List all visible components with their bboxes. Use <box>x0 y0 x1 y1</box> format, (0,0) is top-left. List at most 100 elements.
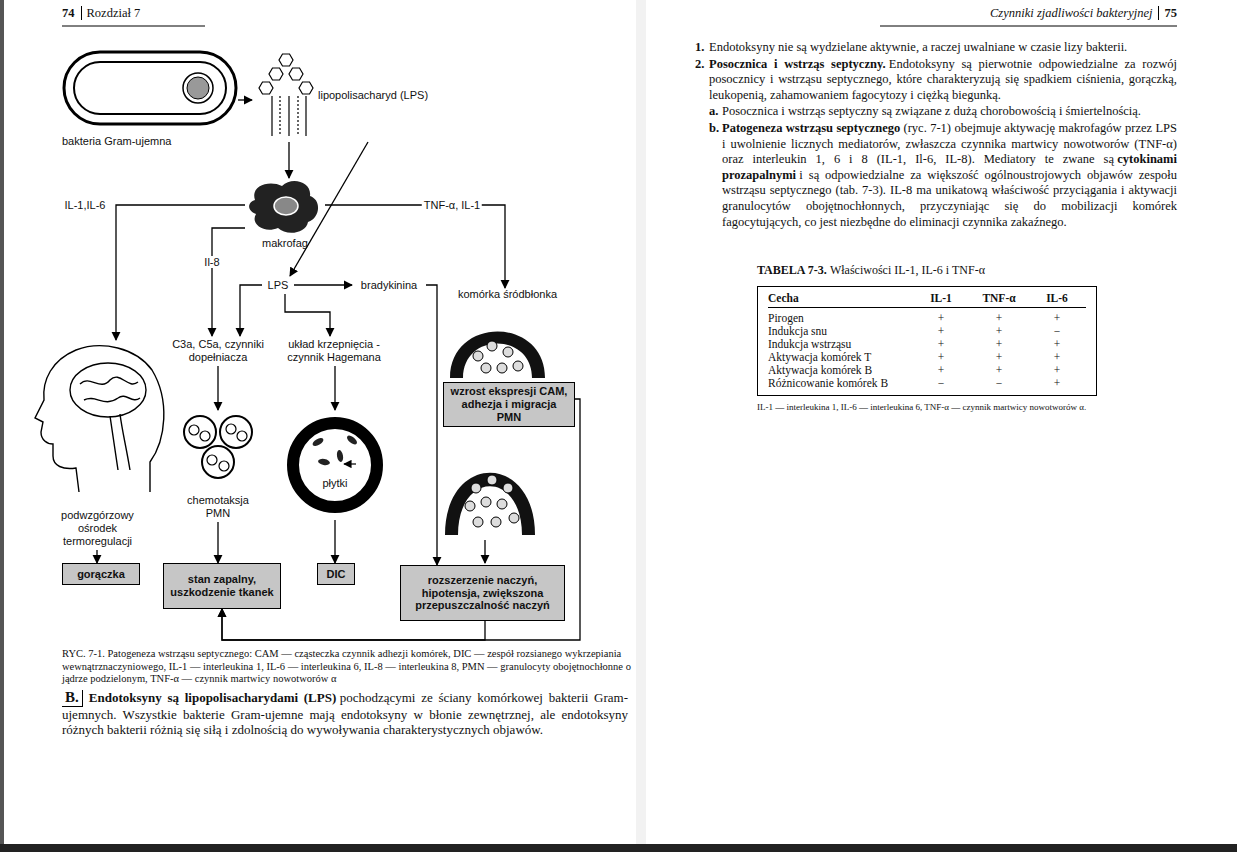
lps-molecule <box>259 54 313 136</box>
table-cell: + <box>1028 377 1086 389</box>
node-text: lipopolisacharyd (LPS) <box>318 89 442 102</box>
table-cell: − <box>970 377 1028 389</box>
connector-arrow <box>325 205 505 288</box>
endothelial-cell-drawing <box>450 332 545 379</box>
outcome-box: gorączka <box>62 563 140 585</box>
node-text: płytki <box>290 477 380 490</box>
node-text: chemotaksja PMN <box>183 494 253 520</box>
table-cell: + <box>1028 312 1086 324</box>
page-number: 75 <box>1165 6 1178 20</box>
table-cell: Aktywacja komórek T <box>768 351 912 363</box>
node-text: LPS <box>262 279 294 292</box>
macrophage-drawing <box>249 181 318 233</box>
cells-label: chemotaksja PMN <box>168 410 268 522</box>
text-column: 1. Endotoksyny nie są wydzielane aktywnie… <box>695 40 1177 231</box>
table-cell: Różnicowanie komórek B <box>768 377 912 389</box>
list-number: a. <box>709 104 718 120</box>
endothelial-cell-drawing <box>445 473 535 563</box>
table-cell: TNF-α <box>970 292 1028 308</box>
blood-vessel-drawing <box>293 423 377 507</box>
node-text: stan zapalny, uszkodzenie tkanek <box>168 573 276 599</box>
header-rule <box>880 26 1177 27</box>
table-cell: − <box>912 377 970 389</box>
node-text: gorączka <box>67 568 135 581</box>
macrophage-label: makrofag <box>245 178 325 250</box>
table-grid: CechaIL-1TNF-αIL-6Pirogen+++Indukcja snu… <box>757 286 1097 396</box>
outcome-box: stan zapalny, uszkodzenie tkanek <box>163 563 281 609</box>
node-text: makrofag <box>245 237 325 250</box>
connector-arrow <box>426 285 437 565</box>
list-item: 1. Endotoksyny nie są wydzielane aktywnie… <box>695 40 1177 56</box>
page-number: 74 <box>62 6 75 20</box>
table-cell: + <box>912 364 970 376</box>
connector-arrow <box>288 142 289 178</box>
connector-arrow <box>96 550 97 563</box>
outcome-box: DIC <box>317 563 355 585</box>
mediator-label: bradykinina <box>352 276 426 294</box>
connector-arrow <box>217 366 218 410</box>
connector-arrow <box>240 285 262 336</box>
table-cell: + <box>912 312 970 324</box>
head-drawing <box>35 346 164 492</box>
page-gutter <box>636 0 646 844</box>
node-text: podwzgórzowy ośrodek termoregulacji <box>52 509 143 548</box>
node-text: wzrost ekspresji CAM, adhezja i migracja… <box>448 385 570 424</box>
pathway-label: układ krzepnięcia - czynnik Hagemana <box>282 336 386 366</box>
figure-caption: RYC. 7-1. Patogeneza wstrząsu septyczneg… <box>62 648 634 686</box>
bold-text: Patogeneza wstrząsu septycznego <box>722 121 900 135</box>
connector-arrow <box>217 522 218 563</box>
bold-text: Endotoksyny są lipopolisacharydami (LPS) <box>89 690 337 705</box>
edge-label: IL-1,IL-6 <box>63 199 108 211</box>
bold-text: Posocznica i wstrząs septyczny. <box>709 57 886 71</box>
table-note: IL-1 — interleukina 1, IL-6 — interleuki… <box>757 402 1097 413</box>
node-text: komórka śródbłonka <box>440 288 575 301</box>
table-cell: Indukcja wstrząsu <box>768 338 912 350</box>
node-text: C3a, C5a, czynniki dopełniacza <box>162 338 274 364</box>
connector-arrow <box>290 142 368 276</box>
node-text: bakteria Gram-ujemna <box>62 135 238 148</box>
connector-arrow <box>334 366 335 410</box>
scan-edge <box>0 0 4 852</box>
table-cell: IL-1 <box>912 292 970 308</box>
cell-label: komórka śródbłonka <box>440 288 575 380</box>
table-cell: + <box>970 312 1028 324</box>
table-title: TABELA 7-3.Właściwości IL-1, IL-6 i TNF-… <box>757 263 1097 278</box>
node-text: bradykinina <box>352 279 426 292</box>
body-text: Endotoksyny nie są wydzielane aktywnie, … <box>709 40 1127 54</box>
header-rule <box>62 26 205 27</box>
table-cell: IL-6 <box>1028 292 1086 308</box>
molecule-label: lipopolisacharyd (LPS) <box>252 48 442 142</box>
table-cell: − <box>1028 325 1086 337</box>
table-cell: Cecha <box>768 292 912 308</box>
brain-label: podwzgórzowy ośrodek termoregulacji <box>30 340 165 550</box>
connector-arrow <box>334 520 335 563</box>
list-item: 2.Posocznica i wstrząs septyczny.Endotok… <box>695 57 1177 104</box>
connector-arrow <box>116 205 245 340</box>
edge-label: TNF-α, IL-1 <box>422 199 482 211</box>
body-text: Posocznica i wstrząs septyczny są związa… <box>722 104 1141 118</box>
list-item: a. Posocznica i wstrząs septyczny są zwią… <box>695 104 1177 120</box>
list-number: 1. <box>695 40 704 56</box>
list-item: b.Patogeneza wstrząsu septycznego(ryc. 7… <box>695 121 1177 230</box>
table-cell: Aktywacja komórek B <box>768 364 912 376</box>
table-note: IL-1 — interleukina 1, IL-6 — interleuki… <box>757 402 1086 412</box>
table-cell: Pirogen <box>768 312 912 324</box>
connector-arrow <box>294 284 352 285</box>
connector-arrow <box>238 99 252 100</box>
chapter-head: Rozdział 7 <box>81 6 141 20</box>
running-head: 74 Rozdział 7 <box>62 6 140 21</box>
chapter-head: Czynniki zjadliwości bakteryjnej <box>990 6 1158 20</box>
table-block: TABELA 7-3.Właściwości IL-1, IL-6 i TNF-… <box>757 263 1097 413</box>
table-cell: + <box>970 338 1028 350</box>
table-cell: + <box>912 351 970 363</box>
pathway-label: C3a, C5a, czynniki dopełniacza <box>162 336 274 366</box>
pmn-cells-drawing <box>184 416 252 478</box>
mediator-label: LPS <box>262 276 294 294</box>
table-cell: + <box>1028 338 1086 350</box>
table-title: Właściwości IL-1, IL-6 i TNF-α <box>830 263 985 277</box>
table-title: TABELA 7-3. <box>757 263 827 277</box>
list-number: b. <box>709 121 719 137</box>
list-number: 2. <box>695 57 704 73</box>
table-cell: Indukcja snu <box>768 325 912 337</box>
